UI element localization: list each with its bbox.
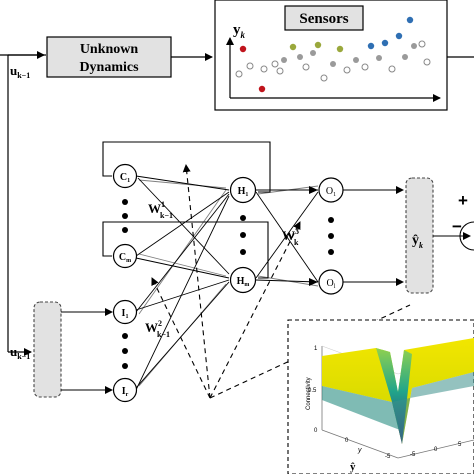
input-nodes: I1 Ir (112, 299, 138, 403)
y-tick-neg5: -5 (410, 452, 416, 458)
sensor-dot (276, 67, 284, 75)
estimate-box (405, 177, 434, 294)
y-tick-5: 5 (458, 442, 462, 448)
arrow-head-ol (309, 278, 318, 286)
z-tick-05: 0.5 (308, 388, 317, 394)
plus-sign: + (458, 191, 468, 210)
sensor-dot-olive (336, 45, 344, 53)
z-tick-1: 1 (314, 346, 318, 352)
sensor-measurements (235, 16, 431, 93)
minus-sign: − (452, 217, 462, 236)
context-nodes: C1 Cm (112, 163, 138, 269)
sensors-title-box (284, 5, 364, 31)
layer2-connections (255, 185, 319, 287)
input-delay-box (33, 301, 62, 398)
sensor-dot-gray (297, 54, 303, 60)
y-tick-0: 0 (434, 447, 438, 453)
sensor-dot (320, 74, 328, 82)
sensor-dot-gray (310, 50, 316, 56)
inset-x-label: y (357, 447, 362, 454)
surface-plateau (322, 338, 474, 444)
context-node-c1-label: C1 (120, 172, 130, 184)
x-tick-neg5: -5 (385, 454, 391, 460)
feedback-loop-c1 (102, 141, 271, 193)
estimate-label: ŷk (412, 233, 423, 250)
summing-junction (459, 221, 474, 251)
sensor-dot (235, 70, 243, 78)
sensor-dot (260, 65, 268, 73)
sensor-dot-red (239, 45, 247, 53)
inset-y-label: ŷ (350, 461, 356, 473)
ellipsis-dots (122, 199, 334, 369)
z-tick-0: 0 (314, 428, 318, 434)
context-node-c1 (112, 163, 138, 189)
sensors-title: Sensors (299, 11, 348, 27)
input-node-i1 (112, 299, 138, 325)
sensor-dot-blue (406, 16, 414, 24)
input-node-i1-label: I1 (122, 308, 129, 320)
inset-z-label: Connectivity (306, 377, 312, 410)
input-label-bottom: uk−1 (10, 344, 30, 361)
sensor-dot-gray (376, 55, 382, 61)
hidden-node-hm (229, 266, 257, 294)
output-node-o1-label: O1 (326, 186, 336, 198)
sensor-dot-olive (289, 43, 297, 51)
sensor-dot-gray (402, 54, 408, 60)
sensor-dot-blue (381, 39, 389, 47)
sensor-dot (343, 66, 351, 74)
x-tick-0: 0 (345, 438, 349, 444)
hidden-node-hm-label: Hm (237, 276, 250, 288)
output-node-ol-label: Ol (327, 278, 336, 290)
output-nodes: O1 Ol (318, 177, 344, 295)
surface-front-shade (322, 386, 400, 430)
hidden-node-h1 (229, 176, 257, 204)
inset-y-axis (397, 439, 474, 459)
sensor-dot-gray (353, 57, 359, 63)
input-node-ir (112, 377, 138, 403)
sensor-dot (361, 63, 369, 71)
inset-x-axis (321, 429, 399, 459)
sensor-dot-blue (367, 42, 375, 50)
sensor-dot (423, 58, 431, 66)
sensor-dot-gray (411, 43, 417, 49)
sensor-dot (271, 60, 279, 68)
sensor-dot-olive (314, 41, 322, 49)
context-node-cm-label: Cm (119, 252, 131, 264)
input-label-top: uk−1 (10, 63, 30, 80)
layer1-connections (135, 175, 230, 391)
sensor-dot (302, 63, 310, 71)
input-node-ir-label: Ir (122, 386, 129, 398)
unknown-dynamics-block (46, 36, 172, 78)
sensor-dot-blue (395, 32, 403, 40)
hidden-nodes: H1 Hm (229, 176, 257, 294)
unknown-dynamics-line1: Unknown (80, 42, 139, 57)
sensor-dot (418, 40, 426, 48)
sensor-dot (388, 65, 396, 73)
hidden-node-h1-label: H1 (238, 186, 249, 198)
sensor-output-label: yk (233, 22, 246, 40)
sensor-dot-gray (281, 57, 287, 63)
inset-plot: 1 0.5 0 Connectivity 0 -5 -5 0 5 y ŷ (306, 338, 474, 473)
sensor-dot-gray (330, 61, 336, 67)
context-node-cm (112, 243, 138, 269)
sensor-dot-red (258, 85, 266, 93)
unknown-dynamics-line2: Dynamics (79, 60, 139, 75)
arrow-head-o1 (309, 186, 318, 194)
surface-side-shade (392, 372, 474, 444)
sensor-dot (246, 62, 254, 70)
